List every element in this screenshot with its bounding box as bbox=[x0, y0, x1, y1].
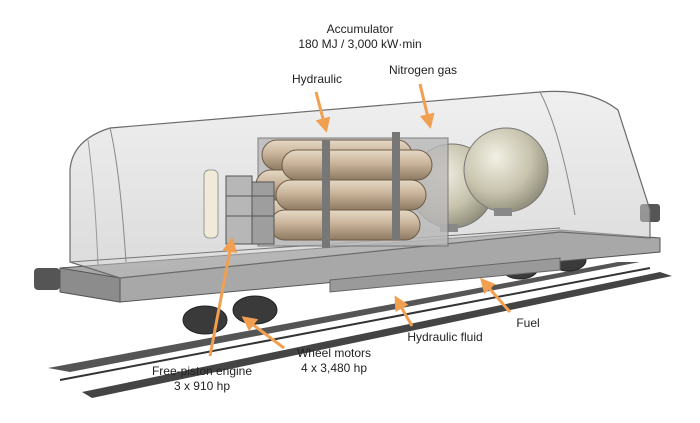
accumulator-tanks bbox=[249, 132, 449, 248]
arrow-hydraulic-fluid bbox=[394, 295, 414, 327]
arrow-fuel bbox=[480, 277, 512, 313]
label-hydraulic: Hydraulic bbox=[291, 72, 342, 86]
label-hydraulic-fluid: Hydraulic fluid bbox=[407, 330, 483, 344]
label-free-piston-engine: Free-piston engine 3 x 910 hp bbox=[151, 364, 253, 393]
arrow-hydraulic bbox=[314, 91, 331, 133]
arrow-wheel-motors bbox=[241, 316, 285, 350]
label-fuel: Fuel bbox=[516, 316, 540, 330]
label-nitrogen-gas: Nitrogen gas bbox=[388, 63, 458, 77]
label-accumulator: Accumulator 180 MJ / 3,000 kW·min bbox=[298, 22, 422, 51]
arrow-free-piston-engine bbox=[208, 237, 238, 357]
free-piston-engine bbox=[203, 169, 275, 245]
arrow-nitrogen bbox=[418, 83, 435, 129]
label-wheel-motors: Wheel motors 4 x 3,480 hp bbox=[296, 346, 372, 375]
callout-arrows bbox=[208, 83, 512, 357]
